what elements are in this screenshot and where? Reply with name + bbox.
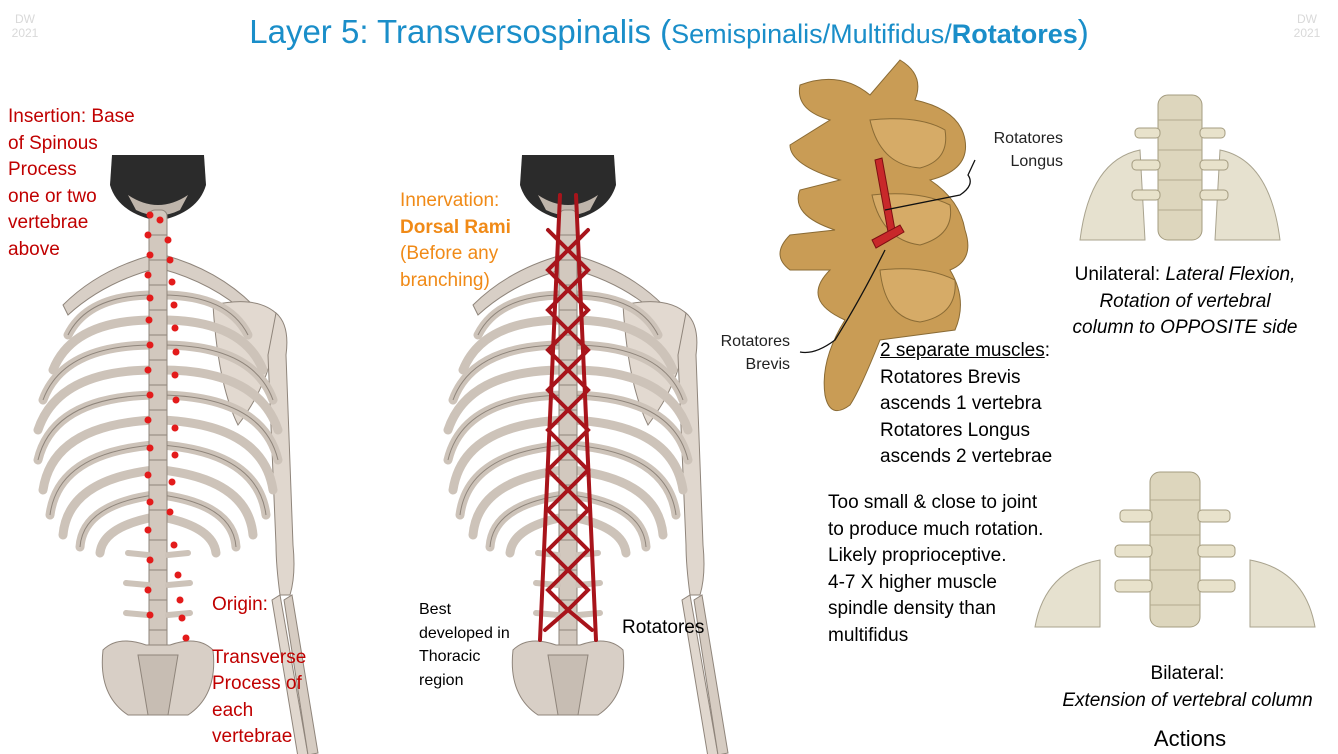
photo-unilateral: [1079, 94, 1281, 241]
insertion-text: Insertion: Base of Spinous Process one o…: [8, 106, 135, 260]
bilateral-text: Bilateral: Extension of vertebral column: [1062, 663, 1313, 711]
best-developed-text: Best developed in Thoracic region: [419, 601, 510, 689]
slide-title: Layer 5: Transversospinalis (Semispinali…: [249, 13, 1089, 50]
callout-rotatores-longus: Rotatores Longus: [993, 130, 1063, 170]
rotatores-label: Rotatores: [622, 617, 705, 638]
photo-bilateral: [1034, 471, 1316, 628]
actions-label: Actions: [1153, 726, 1227, 751]
unilateral-text: Unilateral: Lateral Flexion, Rotation of…: [1072, 264, 1298, 338]
innervation-text: Innervation: Dorsal Rami (Before any bra…: [400, 190, 511, 291]
origin-text: Origin: Transverse Process of each verte…: [212, 594, 307, 747]
muscles-text: 2 separate muscles: Rotatores Brevis asc…: [880, 340, 1053, 467]
callout-rotatores-brevis: Rotatores Brevis: [720, 333, 790, 373]
note-text: Too small & close to joint to produce mu…: [828, 492, 1044, 646]
